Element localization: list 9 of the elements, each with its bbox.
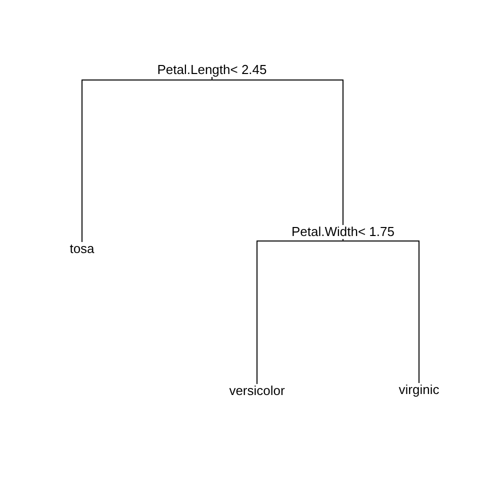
split-label: Petal.Length< 2.45 <box>157 63 267 77</box>
tree-branch-line <box>342 238 420 384</box>
tree-branch-line <box>212 76 344 226</box>
tree-branch-line <box>256 238 344 384</box>
leaf-label: tosa <box>70 242 94 256</box>
leaf-label: versicolor <box>229 384 285 398</box>
split-label: Petal.Width< 1.75 <box>292 225 394 239</box>
tree-branch-line <box>82 76 212 242</box>
leaf-label: virginic <box>398 383 440 397</box>
